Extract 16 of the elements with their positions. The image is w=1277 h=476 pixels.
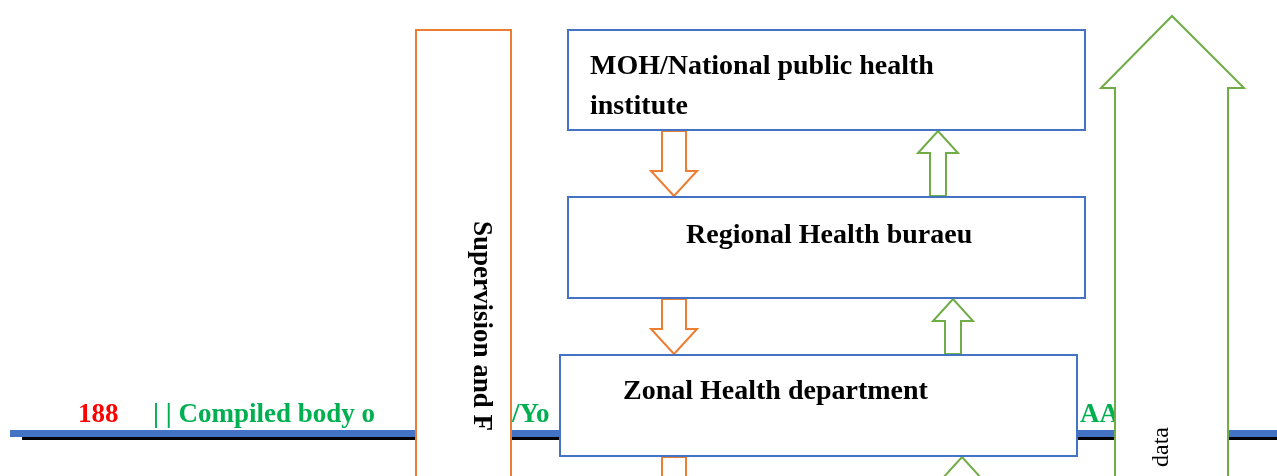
footer-text: 188 xyxy=(78,398,119,428)
block-arrow xyxy=(915,130,961,197)
block-arrow xyxy=(648,298,700,355)
vertical-band xyxy=(415,29,512,476)
box-label: MOH/National public health institute xyxy=(590,48,935,122)
process-box xyxy=(559,354,1078,457)
footer-text: /Yo xyxy=(512,398,550,428)
block-arrow xyxy=(648,130,700,197)
box-label: Zonal Health department xyxy=(623,373,928,407)
footer-text: | | Compiled body o xyxy=(153,398,375,428)
process-box xyxy=(567,29,1086,131)
arrow-label: data xyxy=(1146,427,1174,467)
block-arrow xyxy=(930,298,976,355)
band-label: Supervision and F xyxy=(467,221,499,432)
process-box xyxy=(567,196,1086,299)
box-label: Regional Health buraeu xyxy=(686,217,973,251)
